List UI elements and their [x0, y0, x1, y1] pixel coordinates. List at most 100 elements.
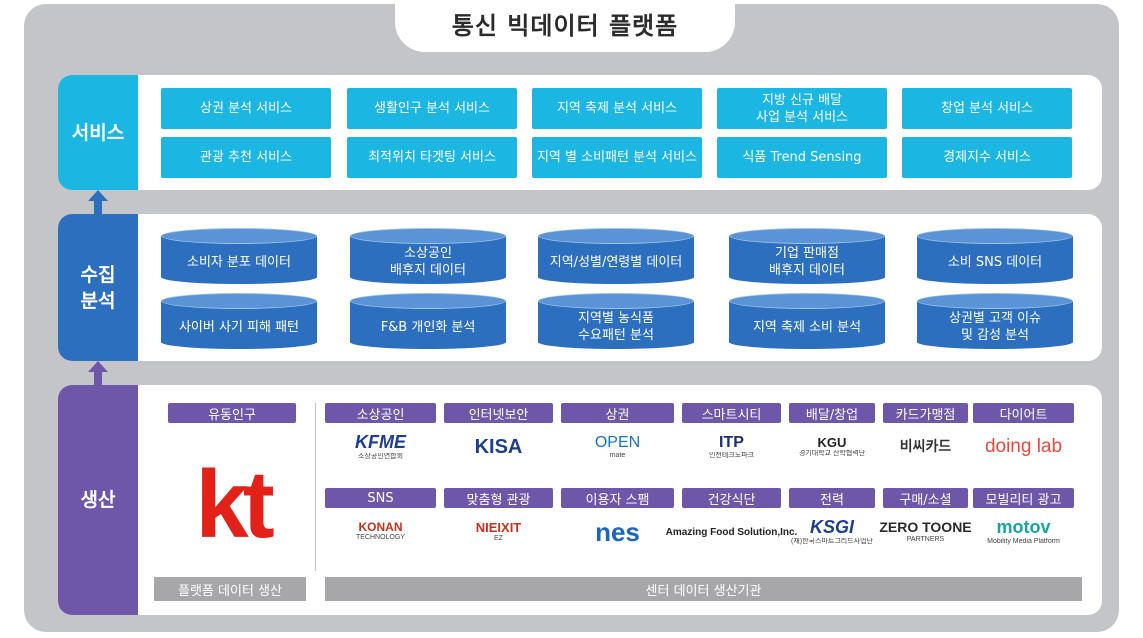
analysis-item[interactable]: 소비자 분포 데이터: [161, 228, 317, 284]
logo-sub-text: 경기대학교 산학협력단: [798, 449, 866, 457]
cylinder-top: [729, 293, 885, 309]
category-label: SNS: [325, 488, 436, 508]
cylinder-body: [729, 236, 885, 284]
logo-main-text: doing lab: [984, 435, 1063, 457]
cylinder-top: [729, 228, 885, 244]
category-label: 모빌리티 광고: [973, 488, 1074, 508]
category-label: 전력: [789, 488, 875, 508]
service-item[interactable]: 지역 별 소비패턴 분석 서비스: [532, 137, 702, 178]
doinglab-logo: doing lab: [973, 427, 1074, 467]
logo-main-text: KFME: [355, 431, 406, 452]
ksgi-logo: KSGI(재)한국스마트그리드사업단: [789, 512, 875, 552]
title-tab: [395, 0, 735, 52]
logo-main-text: KONAN: [358, 520, 403, 535]
logo-sub-text: mate: [609, 451, 626, 459]
logo-main-text: KGU: [817, 434, 847, 450]
platform-data-label: 플랫폼 데이터 생산: [154, 577, 306, 601]
cylinder-top: [538, 228, 694, 244]
cylinder-body: [538, 301, 694, 349]
logo-sub-text: EZ: [494, 534, 503, 542]
logo-sub-text: Mobility Media Platform: [987, 537, 1060, 545]
analysis-item[interactable]: 지역별 농식품 수요패턴 분석: [538, 293, 694, 349]
service-item[interactable]: 최적위치 타겟팅 서비스: [347, 137, 517, 178]
cylinder-body: [917, 236, 1073, 284]
cylinder-top: [538, 293, 694, 309]
logo-main-text: NIEIXIT: [475, 519, 522, 535]
cylinder-top: [161, 293, 317, 309]
logo-main-text: nes: [595, 516, 640, 547]
logo-main-text: OPEN: [594, 434, 641, 451]
cylinder-top: [161, 228, 317, 244]
cylinder-body: [350, 236, 506, 284]
analysis-item[interactable]: 기업 판매점 배후지 데이터: [729, 228, 885, 284]
service-item[interactable]: 지역 축제 분석 서비스: [532, 88, 702, 129]
logo-sub-text: 인천테크노파크: [708, 451, 755, 459]
cylinder-top: [917, 228, 1073, 244]
arrow-up-icon: [88, 190, 108, 214]
logo-main-text: KISA: [474, 436, 523, 458]
analysis-item-label: 상권별 고객 이슈 및 감성 분석: [949, 311, 1041, 343]
logo-main-text: ZERO TOONE: [879, 519, 972, 536]
category-label: 인터넷보안: [444, 403, 553, 423]
analysis-item-label: 소비 SNS 데이터: [947, 254, 1043, 270]
category-label: 건강식단: [682, 488, 781, 508]
analysis-item-label: 지역별 농식품 수요패턴 분석: [578, 311, 654, 343]
analysis-item[interactable]: 상권별 고객 이슈 및 감성 분석: [917, 293, 1073, 349]
cylinder-body: [917, 301, 1073, 349]
bccard-logo: 비씨카드: [883, 427, 968, 467]
category-label: 상권: [561, 403, 674, 423]
analysis-item[interactable]: 지역 축제 소비 분석: [729, 293, 885, 349]
amazing-food-logo: Amazing Food Solution,Inc.: [666, 512, 798, 552]
cylinder-top: [350, 228, 506, 244]
analysis-item[interactable]: 지역/성별/연령별 데이터: [538, 228, 694, 284]
service-item[interactable]: 창업 분석 서비스: [902, 88, 1072, 129]
service-item[interactable]: 상권 분석 서비스: [161, 88, 331, 129]
category-label: 스마트시티: [682, 403, 781, 423]
kt-category: 유동인구: [168, 403, 296, 423]
analysis-item[interactable]: 소상공인 배후지 데이터: [350, 228, 506, 284]
category-label: 구매/소셜: [883, 488, 968, 508]
service-item[interactable]: 경제지수 서비스: [902, 137, 1072, 178]
nes-logo: nes: [561, 512, 674, 552]
analysis-item-label: F&B 개인화 분석: [380, 319, 476, 335]
logo-sub-text: 소상공인연합회: [357, 452, 404, 460]
service-item[interactable]: 지방 신규 배달 사업 분석 서비스: [717, 88, 887, 129]
logo-main-text: motov: [996, 516, 1051, 537]
logo-main-text: 비씨카드: [899, 438, 952, 455]
analysis-item-label: 소상공인 배후지 데이터: [390, 246, 466, 278]
analysis-item-label: 지역 축제 소비 분석: [752, 319, 862, 335]
cylinder-top: [350, 293, 506, 309]
analysis-label: 수집 분석: [58, 214, 138, 361]
category-label: 맞춤형 관광: [444, 488, 553, 508]
cylinder-body: [350, 301, 506, 349]
production-label: 생산: [58, 385, 138, 615]
service-item[interactable]: 식품 Trend Sensing: [717, 137, 887, 178]
analysis-item-label: 소비자 분포 데이터: [187, 254, 291, 270]
arrow-up-icon: [88, 361, 108, 385]
category-label: 다이어트: [973, 403, 1074, 423]
service-label: 서비스: [58, 75, 138, 190]
analysis-item[interactable]: 소비 SNS 데이터: [917, 228, 1073, 284]
cylinder-body: [729, 301, 885, 349]
service-item[interactable]: 관광 추천 서비스: [161, 137, 331, 178]
service-item[interactable]: 생활인구 분석 서비스: [347, 88, 517, 129]
center-data-label: 센터 데이터 생산기관: [325, 577, 1082, 601]
analysis-item-label: 기업 판매점 배후지 데이터: [769, 246, 845, 278]
cylinder-body: [161, 301, 317, 349]
analysis-item[interactable]: F&B 개인화 분석: [350, 293, 506, 349]
analysis-item[interactable]: 사이버 사기 피해 패턴: [161, 293, 317, 349]
divider: [315, 403, 316, 571]
category-label: 소상공인: [325, 403, 436, 423]
cylinder-top: [917, 293, 1073, 309]
logo-main-text: Amazing Food Solution,Inc.: [665, 526, 798, 538]
logo-sub-text: PARTNERS: [906, 535, 945, 543]
cylinder-body: [538, 236, 694, 284]
kisa-logo: KISA: [444, 427, 553, 467]
kt-logo: kt: [195, 451, 274, 558]
logo-main-text: ITP: [719, 434, 744, 451]
